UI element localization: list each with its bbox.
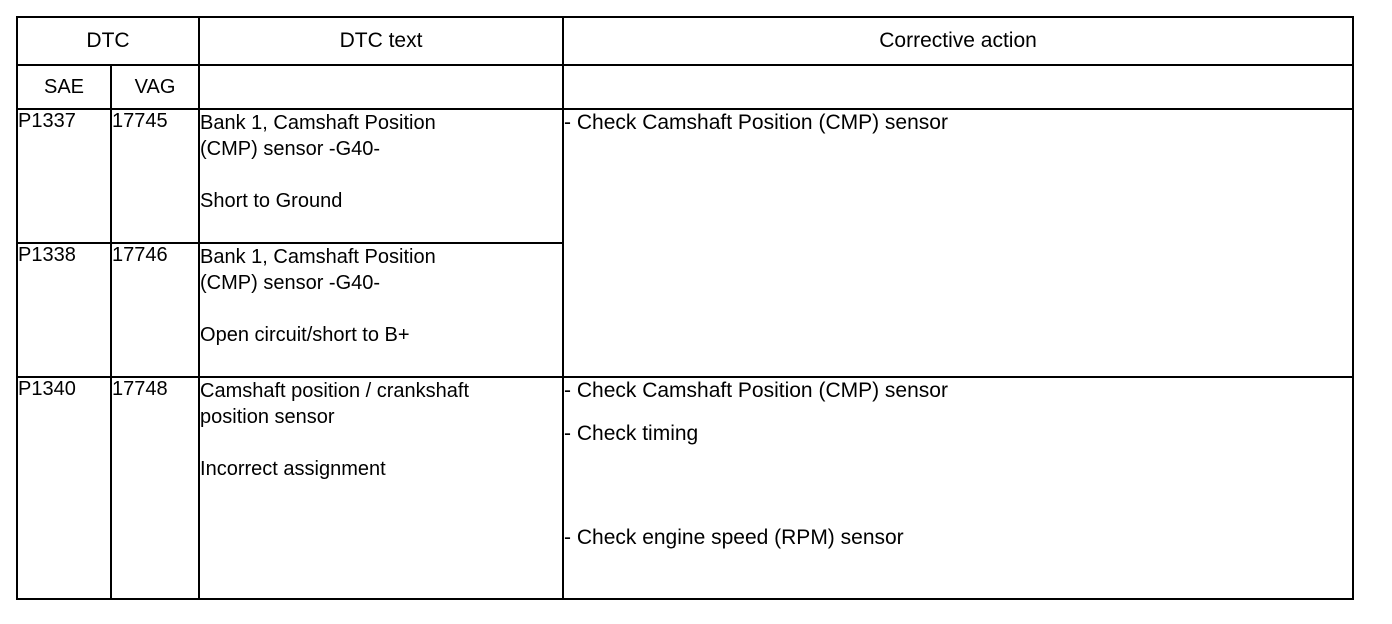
dtc-text-line: position sensor: [200, 406, 335, 429]
cell-vag-code: 17746: [109, 242, 201, 379]
header-vag: VAG: [109, 64, 201, 110]
corrective-action-item: - Check Camshaft Position (CMP) sensor: [564, 379, 948, 403]
text-spacer: [200, 296, 562, 322]
dtc-text-line: Bank 1, Camshaft Position: [200, 112, 436, 134]
table-header-row-secondary: SAE VAG: [16, 64, 1355, 110]
dtc-table: DTC DTC text Corrective action SAE VAG P…: [15, 16, 1355, 600]
header-dtc-group: DTC: [15, 16, 201, 66]
header-dtc-text: DTC text: [198, 16, 565, 66]
dtc-text-line: (CMP) sensor -G40-: [200, 272, 381, 295]
cell-corrective-action: - Check Camshaft Position (CMP) sensor -…: [562, 376, 1355, 600]
header-corrective-action-sub-blank: [562, 64, 1355, 110]
cell-sae-code: P1338: [16, 242, 112, 379]
dtc-text-line: Bank 1, Camshaft Position: [200, 246, 436, 269]
cell-dtc-text: Camshaft position / crankshaft position …: [198, 376, 565, 600]
table-row: P1338 17746 Bank 1, Camshaft Position (C…: [16, 242, 1353, 379]
corrective-action-item: - Check engine speed (RPM) sensor: [564, 526, 904, 550]
header-sae: SAE: [16, 64, 112, 110]
cell-vag-code: 17748: [109, 376, 201, 600]
action-spacer: [564, 447, 1352, 525]
table-row: P1337 17745 Bank 1, Camshaft Position (C…: [16, 107, 1355, 379]
header-dtc-text-sub-blank: [198, 64, 565, 110]
table-header-row-primary: DTC DTC text Corrective action: [15, 16, 1355, 66]
header-corrective-action: Corrective action: [562, 16, 1355, 66]
corrective-action-item: - Check Camshaft Position (CMP) sensor: [564, 111, 948, 134]
dtc-fault-description: Open circuit/short to B+: [200, 324, 410, 347]
cell-corrective-action-merged: - Check Camshaft Position (CMP) sensor: [562, 107, 1355, 379]
dtc-text-line: Camshaft position / crankshaft: [200, 380, 470, 403]
table-row: P1340 17748 Camshaft position / cranksha…: [16, 376, 1355, 600]
cell-sae-code: P1340: [16, 376, 112, 600]
cell-vag-code: 17745: [109, 107, 201, 245]
cell-dtc-text: Bank 1, Camshaft Position (CMP) sensor -…: [198, 107, 565, 245]
corrective-action-item: - Check timing: [564, 422, 699, 446]
dtc-text-line: (CMP) sensor -G40-: [200, 138, 381, 160]
cell-dtc-text: Bank 1, Camshaft Position (CMP) sensor -…: [198, 242, 565, 379]
text-spacer: [200, 162, 562, 188]
text-spacer: [200, 430, 562, 456]
dtc-fault-description: Short to Ground: [200, 190, 343, 212]
dtc-fault-description: Incorrect assignment: [200, 458, 386, 481]
cell-sae-code: P1337: [16, 107, 112, 245]
